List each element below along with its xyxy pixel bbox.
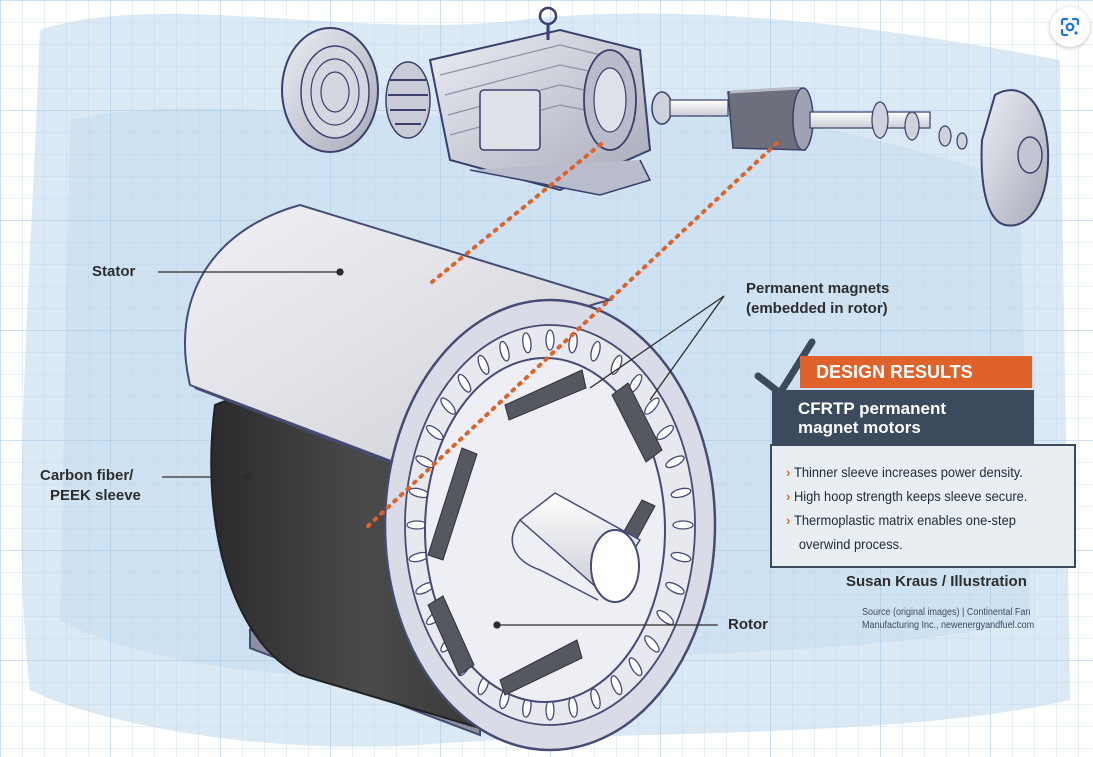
stator-slot (590, 688, 601, 710)
stator-slot (477, 354, 490, 375)
stator-slot (545, 699, 555, 721)
permanent-magnets-label-line2: (embedded in rotor) (746, 300, 888, 317)
design-results-header: DESIGN RESULTS (800, 356, 1032, 388)
stator-slot (590, 340, 601, 362)
stator-slot (670, 551, 692, 563)
stator-slot (457, 373, 472, 393)
design-results-subtitle: CFRTP permanent magnet motors (772, 390, 1034, 444)
stator-slot (406, 520, 428, 530)
chevron-right-icon: › (786, 512, 791, 528)
motor-cross-section (183, 203, 717, 752)
design-results-list: ›Thinner sleeve increases power density.… (770, 444, 1076, 568)
chevron-right-icon: › (786, 488, 791, 504)
stator-slot (672, 520, 694, 530)
result-item: ›Thinner sleeve increases power density. (786, 460, 1051, 484)
cooling-fan (385, 61, 431, 139)
stator-slot (665, 455, 685, 469)
rotor-shaft (511, 492, 642, 603)
illustration-credit: Susan Kraus / Illustration (846, 573, 1027, 590)
stator-slot (656, 424, 675, 441)
result-text: overwind process. (798, 536, 903, 552)
stator-slot (665, 581, 685, 595)
fan-cover (281, 27, 379, 153)
result-text: Thinner sleeve increases power density. (793, 464, 1023, 480)
connector-lines (366, 138, 780, 528)
rotor-assembly (651, 86, 968, 151)
subtitle-line1: CFRTP permanent (798, 399, 946, 418)
subtitle-line2: magnet motors (798, 418, 921, 437)
stator-slot (656, 609, 675, 626)
stator-slots (406, 329, 694, 721)
result-item-continuation: overwind process. (786, 532, 1051, 556)
leader-lines (158, 268, 725, 629)
result-text: Thermoplastic matrix enables one-step (793, 512, 1016, 528)
result-item: ›Thermoplastic matrix enables one-step (786, 508, 1051, 532)
stator-label: Stator (92, 263, 136, 280)
sleeve-label-line1: Carbon fiber/ (40, 467, 134, 484)
source-note: Source (original images) | Continental F… (862, 606, 1034, 632)
source-line1: Source (original images) | Continental F… (862, 607, 1031, 618)
stator-slot (440, 397, 456, 415)
permanent-magnets-label-line1: Permanent magnets (746, 280, 890, 297)
google-lens-button[interactable] (1050, 7, 1090, 47)
sleeve-label-line2: PEEK sleeve (50, 487, 141, 504)
stator-slot (499, 340, 510, 362)
stator-slot (522, 332, 532, 354)
chevron-right-icon: › (786, 464, 791, 480)
result-item: ›High hoop strength keeps sleeve secure. (786, 484, 1051, 508)
stator-slot (644, 397, 660, 415)
stator-slot (610, 675, 623, 696)
end-bell (980, 89, 1050, 227)
sleeve-label: Carbon fiber/ PEEK sleeve (40, 466, 141, 506)
rotor-label: Rotor (728, 616, 768, 633)
stator-slot (610, 354, 623, 375)
stator-slot (545, 329, 555, 351)
stator-slot (670, 487, 692, 499)
stator-slot (644, 635, 660, 653)
stator-slot (628, 657, 643, 677)
permanent-magnets-label: Permanent magnets (embedded in rotor) (746, 279, 889, 319)
source-line2: Manufacturing Inc., newenergyandfuel.com (862, 620, 1035, 631)
exploded-motor (281, 6, 1050, 227)
google-lens-icon (1060, 17, 1080, 37)
result-text: High hoop strength keeps sleeve secure. (793, 488, 1028, 504)
